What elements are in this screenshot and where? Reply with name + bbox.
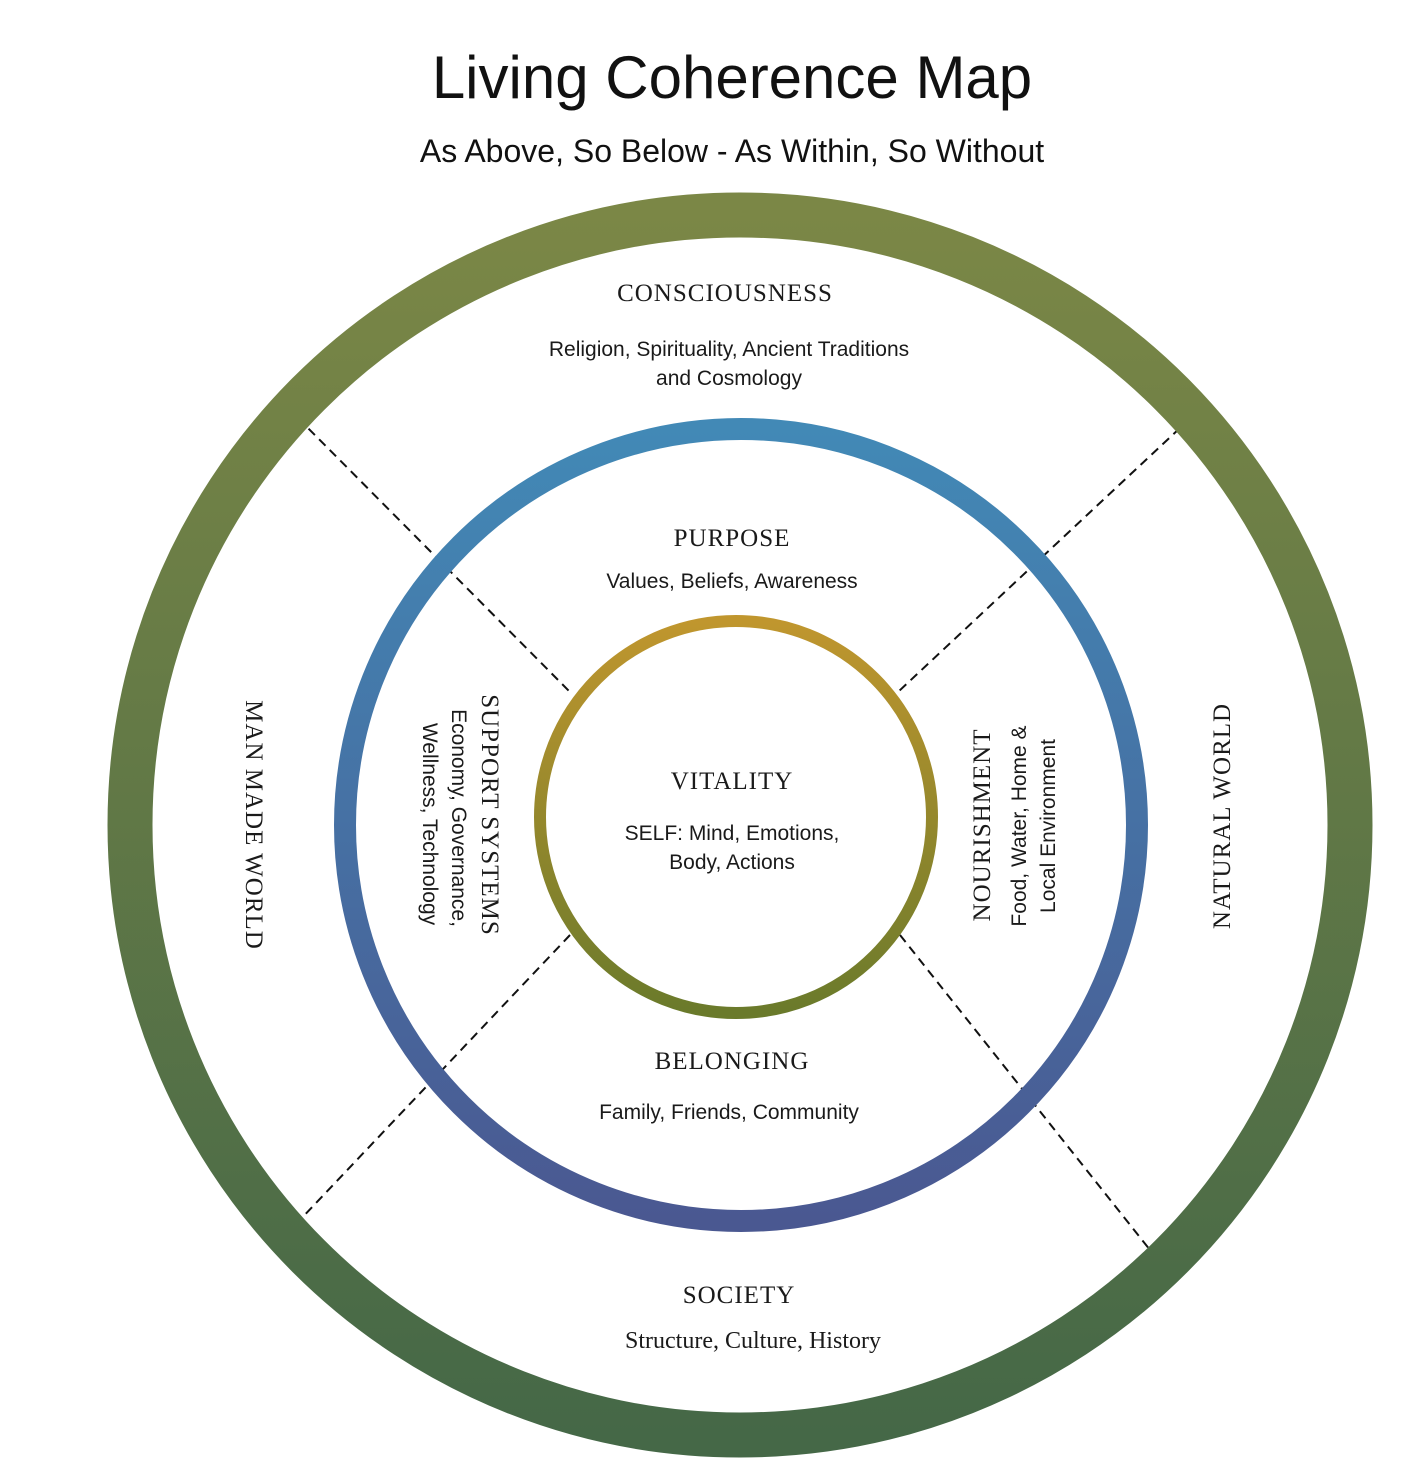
nourishment-line-1: Food, Water, Home &	[1008, 725, 1031, 926]
society-line-1: Structure, Culture, History	[625, 1328, 881, 1354]
natural-world-heading: NATURAL WORLD	[1209, 703, 1236, 929]
vitality-line-2: Body, Actions	[669, 851, 795, 874]
purpose-heading: PURPOSE	[674, 525, 791, 552]
society-heading: SOCIETY	[683, 1282, 796, 1309]
divider-top-right	[897, 427, 1181, 693]
vitality-line-1: SELF: Mind, Emotions,	[625, 822, 840, 845]
middle-ring	[334, 418, 1148, 1232]
outer-ring	[107, 192, 1373, 1458]
belonging-line-1: Family, Friends, Community	[599, 1101, 859, 1124]
consciousness-line-1: Religion, Spirituality, Ancient Traditio…	[549, 338, 909, 361]
consciousness-heading: CONSCIOUSNESS	[617, 280, 833, 307]
diagram-subtitle: As Above, So Below - As Within, So Witho…	[420, 133, 1044, 169]
vitality-heading: VITALITY	[671, 768, 794, 795]
divider-top-left	[297, 417, 571, 693]
diagram-title: Living Coherence Map	[432, 44, 1032, 111]
purpose-line-1: Values, Beliefs, Awareness	[606, 570, 857, 593]
nourishment-line-2: Local Environment	[1037, 739, 1060, 913]
inner-ring	[534, 615, 938, 1019]
support-systems-line-1: Economy, Governance,	[447, 709, 470, 927]
consciousness-line-2: and Cosmology	[656, 367, 802, 390]
nourishment-heading: NOURISHMENT	[969, 729, 996, 922]
belonging-heading: BELONGING	[655, 1048, 810, 1075]
support-systems-heading: SUPPORT SYSTEMS	[476, 694, 503, 936]
man-made-world-heading: MAN MADE WORLD	[240, 700, 267, 950]
support-systems-line-2: Wellness, Technology	[418, 723, 441, 926]
